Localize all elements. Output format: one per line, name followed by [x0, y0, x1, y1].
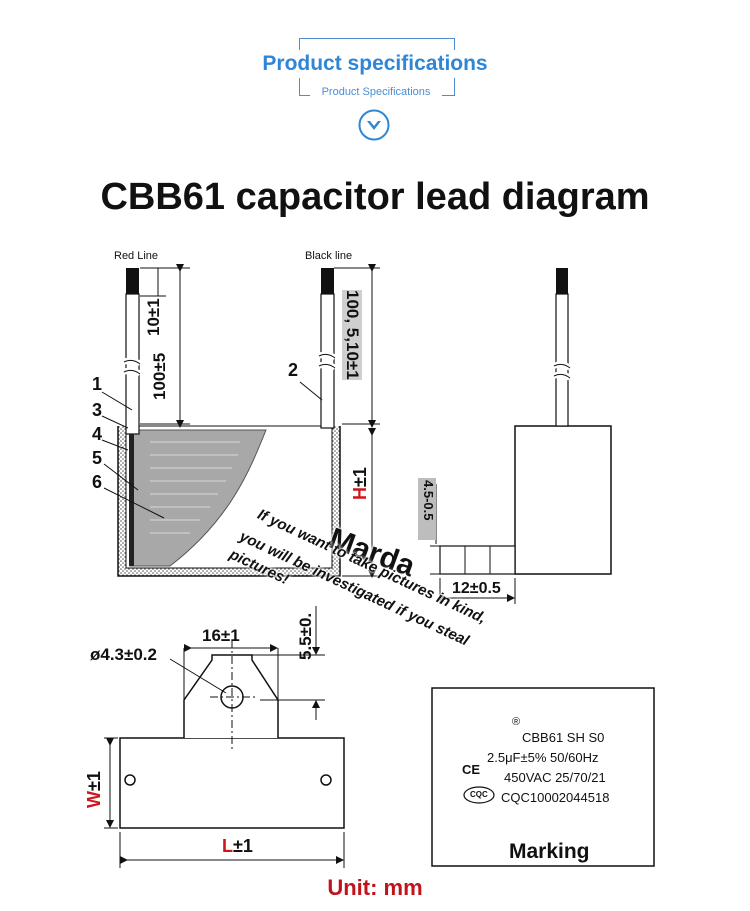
dim-width: 12±0.5 [452, 580, 501, 597]
diagram-title: CBB61 capacitor lead diagram [100, 176, 650, 218]
marking-line-4: CQC10002044518 [501, 790, 610, 805]
dim-tab: 4.5-0.5 [421, 480, 436, 521]
chevron-down-circle-icon [358, 109, 390, 141]
dim-red-strip: 10±1 [144, 298, 163, 336]
part-6-label: 6 [92, 472, 103, 492]
part-1-label: 1 [92, 374, 103, 394]
marking-line-3: 450VAC 25/70/21 [504, 770, 606, 785]
dim-black: 100, 5,10±1 [342, 290, 362, 380]
width-dim: W±1 [84, 771, 105, 808]
unit-label: Unit: mm [327, 875, 423, 900]
part-2-label: 2 [288, 360, 299, 380]
part-5-label: 5 [92, 448, 103, 468]
header-title: Product specifications [255, 50, 495, 78]
cqc-logo: CQC [470, 790, 488, 799]
height-H: H [350, 487, 370, 500]
hole-dim: ø4.3±0.2 [90, 645, 157, 664]
marking-line-2: 2.5μF±5% 50/60Hz [487, 750, 599, 765]
part-4-label: 4 [92, 424, 103, 444]
end-view [418, 268, 612, 604]
black-line-label: Black line [305, 250, 353, 262]
length-tol: ±1 [233, 836, 253, 856]
marking-line-1: CBB61 SH S0 [522, 730, 605, 745]
tab-height-dim: 5.5±0. [296, 612, 315, 660]
section-header: Product specifications Product Specifica… [0, 0, 750, 160]
width-W: W [84, 791, 104, 808]
height-tol: ±1 [350, 467, 370, 487]
length-dim: L±1 [222, 836, 253, 857]
lead-diagram [101, 264, 655, 868]
width-tol: ±1 [84, 771, 104, 791]
dim-red-total: 100±5 [150, 352, 169, 400]
side-view [101, 264, 380, 578]
ce-mark: CE [462, 762, 481, 777]
length-L: L [222, 836, 233, 856]
part-3-label: 3 [92, 400, 103, 420]
red-line-label: Red Line [114, 250, 159, 262]
tab-width-dim: 16±1 [202, 626, 240, 645]
height-dim: H±1 [350, 467, 371, 500]
marking-box [431, 687, 655, 867]
header-subtitle: Product Specifications [310, 84, 442, 100]
bottom-view [104, 606, 345, 868]
registered-mark: ® [512, 716, 521, 728]
marking-caption: Marking [509, 840, 590, 863]
